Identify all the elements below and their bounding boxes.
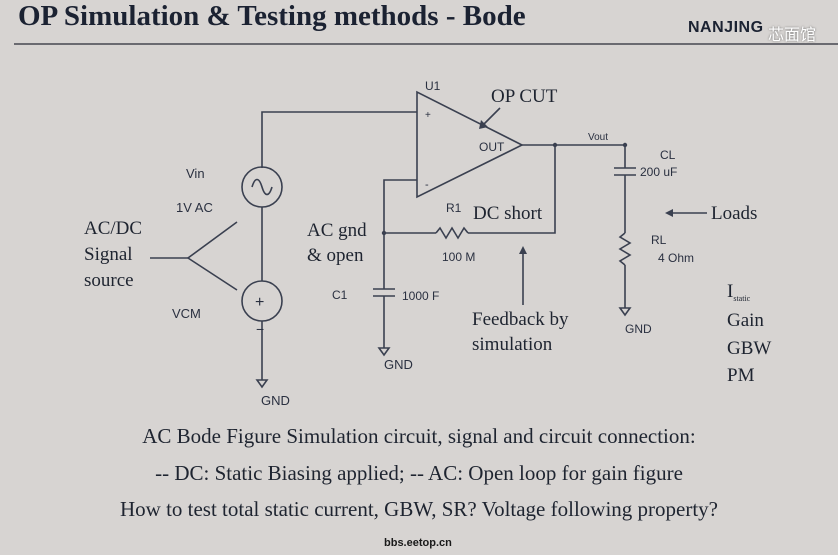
signal-source-line-3: source <box>84 270 134 291</box>
opamp-triangle <box>416 90 524 199</box>
caption-line-1: AC Bode Figure Simulation circuit, signa… <box>142 424 696 448</box>
r1-name-label: R1 <box>446 201 462 215</box>
r1-value-label: 100 M <box>442 250 475 264</box>
wire-plus-input <box>261 111 417 168</box>
caption-line-3: How to test total static current, GBW, S… <box>119 497 719 521</box>
rl-name-label: RL <box>651 233 667 247</box>
gnd-label-source: GND <box>261 393 290 408</box>
source-plus-sign: + <box>255 294 264 311</box>
istatic-subscript: static <box>733 294 750 303</box>
cl-value-label: 200 uF <box>640 165 677 179</box>
ac-gnd-line-2: & open <box>307 245 364 266</box>
vin-value-label: 1V AC <box>176 200 213 215</box>
gnd-arrow-c1 <box>377 347 391 357</box>
c1-name-label: C1 <box>332 288 348 302</box>
metric-pm: PM <box>727 365 755 386</box>
istatic-label: Istatic <box>727 281 751 303</box>
slide-title: OP Simulation & Testing methods - Bode <box>18 0 526 32</box>
rl-value-label: 4 Ohm <box>658 251 694 265</box>
feedback-line-1: Feedback by <box>472 309 569 330</box>
minus-pin-label: - <box>425 179 429 191</box>
feedback-arrow-head <box>519 246 527 254</box>
signal-source-line-2: Signal <box>84 244 133 265</box>
c1-value-label: 1000 F <box>402 289 439 303</box>
signal-source-line-1: AC/DC <box>84 218 142 239</box>
node-output <box>552 142 558 148</box>
metric-gain: Gain <box>727 310 764 331</box>
gnd-label-c1: GND <box>384 357 413 372</box>
signal-source-pointer <box>186 221 238 291</box>
caption-line-2: -- DC: Static Biasing applied; -- AC: Op… <box>155 461 683 485</box>
gnd-arrow-rl <box>618 307 632 317</box>
dc-short-label: DC short <box>473 203 543 224</box>
resistor-r1 <box>435 226 469 240</box>
loads-arrow-head <box>665 209 673 217</box>
wire-minus-input <box>383 179 417 233</box>
feedback-line-2: simulation <box>472 334 553 355</box>
metric-gbw: GBW <box>727 338 771 359</box>
op-cut-arrow-head <box>479 120 488 129</box>
istatic-main: I <box>727 281 733 302</box>
vcm-label: VCM <box>172 306 201 321</box>
circuit-diagram: U1 OP CUT + - OUT Vout CL 200 uF Loads R… <box>84 79 771 408</box>
node-vout <box>622 142 628 148</box>
cl-name-label: CL <box>660 148 676 162</box>
watermark-text: 芯面馆 <box>768 25 817 44</box>
vout-label: Vout <box>588 132 608 143</box>
ac-gnd-line-1: AC gnd <box>307 220 367 241</box>
sine-icon <box>251 178 273 196</box>
u1-label: U1 <box>425 79 441 93</box>
wire-feedback-return <box>468 145 556 234</box>
node-ac-gnd <box>381 230 387 236</box>
plus-pin-label: + <box>425 110 431 121</box>
footer-url: bbs.eetop.cn <box>384 537 452 549</box>
op-cut-label: OP CUT <box>491 86 558 107</box>
header-nanjing: NANJING <box>688 19 764 36</box>
gnd-arrow-source <box>255 379 269 389</box>
out-pin-label: OUT <box>479 140 505 154</box>
source-minus-sign: − <box>256 321 264 337</box>
title-divider <box>14 43 838 45</box>
resistor-rl <box>618 232 632 266</box>
gnd-label-load: GND <box>625 322 652 336</box>
vin-name-label: Vin <box>186 166 205 181</box>
loads-label: Loads <box>711 203 757 224</box>
